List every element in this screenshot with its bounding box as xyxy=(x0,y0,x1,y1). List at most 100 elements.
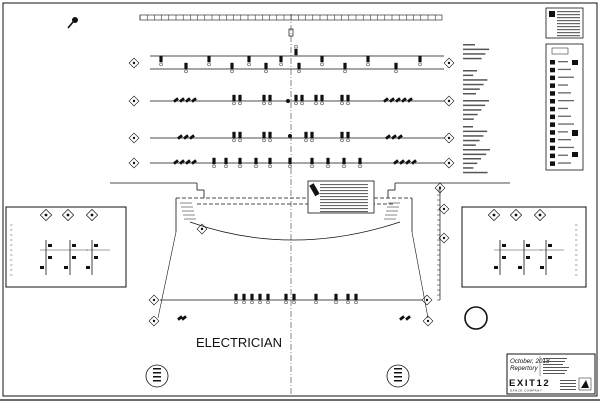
key-symbol xyxy=(550,83,555,88)
label-line xyxy=(463,44,475,46)
lighting-fixture xyxy=(250,293,254,305)
angled-fixture xyxy=(181,315,187,321)
lighting-fixture xyxy=(294,94,298,106)
key-symbol xyxy=(550,161,555,166)
key-text xyxy=(558,139,571,141)
note-line xyxy=(320,184,368,186)
title-line xyxy=(543,367,569,368)
diamond-marker xyxy=(128,57,140,69)
diamond-marker xyxy=(61,208,75,222)
lighting-fixture xyxy=(326,157,330,169)
note-line xyxy=(320,190,368,192)
boom-fixture xyxy=(94,244,98,247)
pipe-node xyxy=(286,99,290,103)
label-line xyxy=(463,53,486,55)
label-line xyxy=(463,144,476,146)
unit-tick xyxy=(394,380,402,382)
lighting-fixture xyxy=(320,94,324,106)
right-side-box xyxy=(461,206,587,288)
pipe-end-markers xyxy=(128,57,455,244)
angled-fixture xyxy=(399,315,405,321)
front-of-house-pipe xyxy=(160,293,422,321)
lighting-fixture xyxy=(310,157,314,169)
lighting-fixture xyxy=(262,131,266,143)
label-line xyxy=(463,100,489,102)
key-text xyxy=(558,162,571,164)
lighting-fixture xyxy=(358,157,362,169)
boom-fixture xyxy=(526,256,530,259)
key-symbol xyxy=(550,130,555,135)
label-line xyxy=(463,167,474,169)
key-text xyxy=(558,107,568,110)
lighting-fixture xyxy=(320,55,324,67)
boom-fixture xyxy=(48,244,52,247)
angled-fixture xyxy=(179,159,185,165)
boom-fixture xyxy=(548,244,552,247)
key-text xyxy=(558,115,571,117)
label-line xyxy=(463,171,488,174)
label-line xyxy=(463,83,484,86)
note-line xyxy=(320,196,368,198)
label-line xyxy=(463,74,474,77)
key-symbol xyxy=(550,106,555,112)
lighting-fixture xyxy=(297,62,301,74)
lighting-fixture xyxy=(346,131,350,143)
label-line xyxy=(463,104,486,107)
angled-fixture xyxy=(395,97,401,103)
label-line xyxy=(463,139,480,142)
lighting-fixture xyxy=(266,293,270,305)
lighting-fixture xyxy=(342,157,346,169)
label-line xyxy=(463,57,482,60)
lighting-fixture xyxy=(232,94,236,106)
label-line xyxy=(463,162,478,165)
key-text xyxy=(558,100,574,102)
diamond-marker xyxy=(443,57,455,69)
lighting-fixture xyxy=(212,157,216,169)
boom-fixture xyxy=(64,266,68,269)
label-line xyxy=(463,93,476,95)
key-text xyxy=(558,76,574,78)
microphone-icon xyxy=(67,17,78,29)
note-line xyxy=(320,202,368,204)
lighting-fixture xyxy=(340,94,344,106)
key-symbol xyxy=(550,99,555,104)
angled-fixture xyxy=(185,97,191,103)
lighting-fixture xyxy=(264,62,268,74)
notes-block xyxy=(545,7,584,39)
stairs-right xyxy=(384,202,400,220)
electrician-label: ELECTRICIAN xyxy=(196,335,282,350)
lighting-fixture xyxy=(262,94,266,106)
angled-fixture xyxy=(191,159,197,165)
angled-fixture xyxy=(383,97,389,103)
house-sightlines xyxy=(157,231,429,319)
note-line xyxy=(557,35,580,37)
lighting-fixture xyxy=(366,55,370,67)
key-text xyxy=(558,146,574,149)
label-line xyxy=(463,153,487,156)
lighting-fixture xyxy=(354,293,358,305)
lighting-fixture xyxy=(207,55,211,67)
angled-fixture xyxy=(385,134,391,140)
top-center-unit xyxy=(288,28,294,37)
note-line xyxy=(557,17,580,19)
diamond-marker xyxy=(443,132,455,144)
note-line xyxy=(557,11,580,13)
label-line xyxy=(463,158,481,160)
lighting-fixture xyxy=(230,62,234,74)
angled-fixture xyxy=(397,134,403,140)
unit-tick xyxy=(394,376,402,378)
unit-tick xyxy=(153,372,161,374)
lighting-fixture xyxy=(340,131,344,143)
boom-fixture xyxy=(540,266,544,269)
lighting-fixture xyxy=(292,293,296,305)
title-line xyxy=(560,386,576,387)
note-line xyxy=(320,208,368,210)
boom-fixture xyxy=(72,244,76,247)
diamond-marker xyxy=(438,203,450,215)
label-line xyxy=(463,70,477,72)
lighting-fixture xyxy=(224,157,228,169)
registration-circle xyxy=(464,306,488,330)
diamond-marker xyxy=(421,294,433,306)
diamond-marker xyxy=(128,157,140,169)
